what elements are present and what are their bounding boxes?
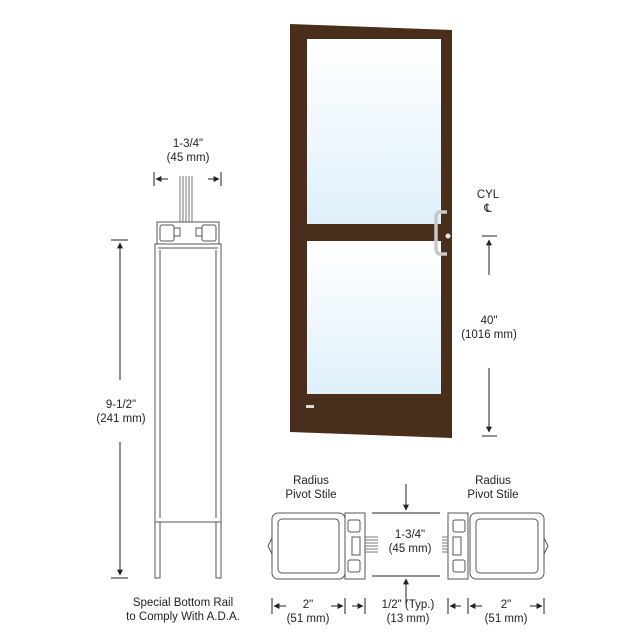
right-stile-line1: Radius [475, 475, 511, 487]
right-width-label: 2" (51 mm) [474, 598, 538, 626]
rail-height-label: 9-1/2" (241 mm) [86, 398, 156, 426]
handle-height-mm: (1016 mm) [461, 329, 517, 341]
door-glass-upper [307, 39, 441, 224]
left-width-mm: (51 mm) [286, 613, 330, 625]
door-elevation [290, 24, 452, 438]
handle-height-label: 40" (1016 mm) [452, 314, 526, 342]
door-lock-cylinder [445, 233, 451, 239]
center-width-dimension [372, 484, 440, 604]
right-stile-line2: Pivot Stile [467, 489, 519, 501]
door-glass-lower [307, 241, 441, 394]
gap-frac: 1/2" (Typ.) [381, 599, 435, 611]
right-width-mm: (51 mm) [484, 613, 528, 625]
gap-mm: (13 mm) [386, 613, 430, 625]
top-width-label: 1-3/4" (45 mm) [150, 137, 226, 165]
top-width-frac: 1-3/4" [172, 138, 204, 150]
door-handle [434, 210, 447, 256]
bottom-width-dimensions [271, 598, 545, 614]
center-width-label: 1-3/4" (45 mm) [378, 528, 442, 556]
left-stile-label: Radius Pivot Stile [276, 474, 346, 502]
rail-height-mm: (241 mm) [96, 413, 146, 425]
center-width-frac: 1-3/4" [394, 529, 426, 541]
bottom-rail-note: Special Bottom Rail to Comply With A.D.A… [108, 596, 258, 624]
bottom-rail-note-line2: to Comply With A.D.A. [126, 611, 240, 623]
cyl-text: CYL [476, 189, 500, 201]
cyl-label: CYL ℄ [468, 188, 508, 216]
handle-height-frac: 40" [480, 315, 498, 327]
left-stile-line1: Radius [293, 475, 329, 487]
rail-section [154, 176, 222, 579]
top-width-mm: (45 mm) [166, 152, 210, 164]
left-stile-line2: Pivot Stile [285, 489, 337, 501]
left-width-frac: 2" [302, 599, 314, 611]
top-width-dimension [153, 172, 222, 186]
center-width-mm: (45 mm) [388, 543, 432, 555]
door-label-plate [306, 405, 314, 408]
right-stile-label: Radius Pivot Stile [458, 474, 528, 502]
handle-height-dimension [482, 235, 497, 437]
rail-height-dimension [111, 239, 128, 579]
gap-label: 1/2" (Typ.) (13 mm) [370, 598, 446, 626]
centerline-icon: ℄ [484, 203, 492, 215]
right-width-frac: 2" [500, 599, 512, 611]
rail-height-frac: 9-1/2" [105, 399, 137, 411]
left-width-label: 2" (51 mm) [276, 598, 340, 626]
bottom-rail-note-line1: Special Bottom Rail [132, 597, 234, 609]
